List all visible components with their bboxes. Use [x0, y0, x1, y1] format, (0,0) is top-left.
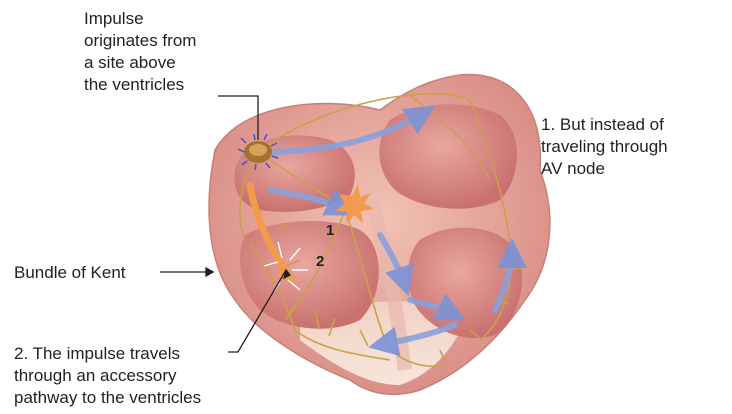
label-impulse-origin: Impulse originates from a site above the…: [84, 8, 196, 96]
chamber-upper-right: [379, 104, 517, 208]
label-accessory-pathway: 2. The impulse travels through an access…: [14, 343, 201, 409]
marker-two: 2: [316, 253, 324, 270]
label-bundle-of-kent: Bundle of Kent: [14, 262, 126, 284]
marker-one: 1: [326, 222, 334, 239]
label-av-node-note: 1. But instead of traveling through AV n…: [541, 114, 668, 180]
leader-bundle-head: [206, 268, 213, 276]
